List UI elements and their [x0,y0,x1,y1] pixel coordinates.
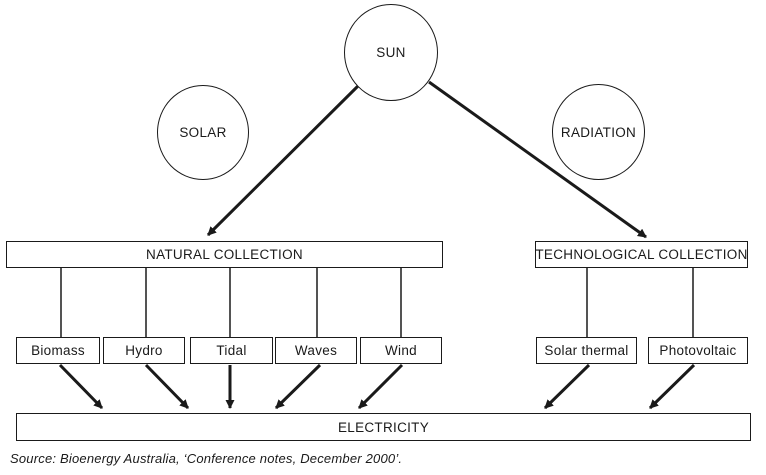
node-technological-collection-label: TECHNOLOGICAL COLLECTION [535,247,748,262]
arrow-solar-thermal-to-electricity [543,363,591,410]
node-tidal-label: Tidal [216,343,247,358]
arrow-biomass-to-electricity [58,363,104,410]
node-electricity-label: ELECTRICITY [337,419,430,435]
node-photovoltaic-label: Photovoltaic [659,343,737,358]
arrow-wind-to-electricity [357,363,404,410]
node-natural-collection: NATURAL COLLECTION [6,241,443,268]
node-wind: Wind [360,337,442,364]
source-note: Source: Bioenergy Australia, ‘Conference… [10,451,403,466]
node-sun: SUN [344,4,438,101]
node-solar-thermal-label: Solar thermal [544,343,629,358]
node-solar-label: SOLAR [179,125,227,140]
node-radiation: RADIATION [552,84,645,180]
node-natural-collection-label: NATURAL COLLECTION [146,247,303,262]
node-photovoltaic: Photovoltaic [648,337,748,364]
node-biomass-label: Biomass [31,343,85,358]
node-waves: Waves [275,337,357,364]
node-radiation-label: RADIATION [560,124,637,140]
arrow-photovoltaic-to-electricity [648,363,696,410]
node-solar-thermal: Solar thermal [536,337,637,364]
arrow-sun-to-natural-collection [206,84,360,237]
node-sun-label: SUN [376,45,406,60]
node-wind-label: Wind [385,343,417,358]
node-electricity: ELECTRICITY [16,413,751,441]
arrow-sun-to-technological-collection [428,80,647,239]
node-hydro-label: Hydro [125,343,163,358]
node-biomass: Biomass [16,337,100,364]
node-solar: SOLAR [157,85,249,180]
node-hydro: Hydro [103,337,185,364]
node-tidal: Tidal [190,337,273,364]
arrow-hydro-to-electricity [144,363,190,410]
arrow-waves-to-electricity [274,363,322,410]
node-waves-label: Waves [294,343,338,358]
node-technological-collection: TECHNOLOGICAL COLLECTION [535,241,748,268]
